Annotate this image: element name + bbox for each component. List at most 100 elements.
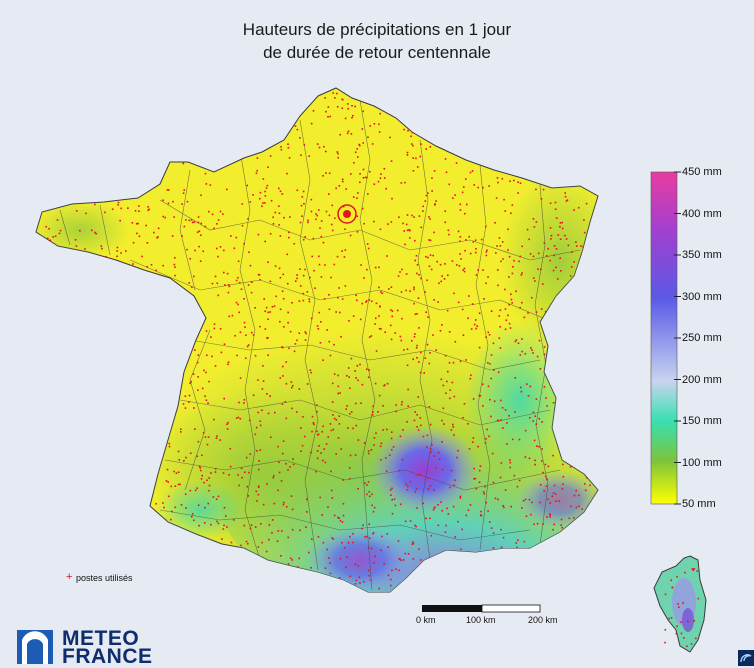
station-marker <box>331 204 334 207</box>
station-marker <box>261 388 264 390</box>
station-marker <box>416 413 418 416</box>
station-marker <box>317 433 320 435</box>
station-marker <box>559 225 561 228</box>
station-marker <box>437 451 440 454</box>
station-marker <box>438 458 441 460</box>
station-marker <box>378 131 381 133</box>
station-marker <box>197 354 200 356</box>
station-marker <box>300 204 303 207</box>
station-marker <box>542 523 544 525</box>
station-marker <box>170 485 173 488</box>
station-marker <box>183 460 185 462</box>
station-marker <box>380 442 383 445</box>
station-marker <box>447 370 449 373</box>
station-marker <box>532 277 535 279</box>
station-marker <box>305 511 308 513</box>
station-marker <box>404 243 406 246</box>
station-marker <box>256 157 259 159</box>
station-marker <box>228 285 231 288</box>
station-marker <box>426 343 429 346</box>
station-marker <box>127 207 129 209</box>
station-marker <box>54 235 57 238</box>
station-marker <box>180 428 182 430</box>
station-marker <box>162 215 165 218</box>
station-marker <box>367 450 370 452</box>
station-marker <box>446 507 448 510</box>
station-marker <box>339 557 342 560</box>
station-marker <box>267 311 270 314</box>
station-marker <box>429 484 432 487</box>
station-marker <box>146 266 148 268</box>
station-marker <box>351 116 353 119</box>
station-marker <box>256 450 258 452</box>
station-marker <box>555 266 557 269</box>
station-marker <box>226 423 228 426</box>
station-marker <box>682 602 684 604</box>
station-marker <box>535 221 538 223</box>
station-marker <box>521 272 523 274</box>
station-marker <box>184 407 187 409</box>
station-marker <box>499 309 502 312</box>
station-marker <box>425 255 427 258</box>
station-marker <box>486 428 489 431</box>
station-marker <box>521 245 524 248</box>
station-marker <box>312 421 315 424</box>
station-marker <box>494 497 497 500</box>
station-marker <box>462 269 464 271</box>
station-marker <box>398 569 400 572</box>
station-marker <box>477 445 479 448</box>
station-marker <box>287 536 290 539</box>
station-marker <box>317 209 320 211</box>
station-marker <box>489 398 491 401</box>
station-marker <box>552 269 555 272</box>
station-marker <box>216 435 218 437</box>
station-marker <box>290 386 293 389</box>
station-marker <box>190 380 192 383</box>
station-marker <box>328 172 331 175</box>
station-marker <box>509 459 511 461</box>
station-marker <box>276 540 279 543</box>
station-marker <box>543 242 546 244</box>
station-marker <box>138 210 140 213</box>
station-marker <box>94 231 96 234</box>
station-marker <box>247 218 249 220</box>
station-marker <box>433 231 435 234</box>
station-marker <box>248 471 250 474</box>
station-marker <box>403 349 405 351</box>
station-marker <box>575 241 577 243</box>
station-marker <box>583 231 586 234</box>
station-marker <box>277 445 279 448</box>
station-marker <box>361 207 364 210</box>
station-marker <box>492 547 495 549</box>
station-marker <box>402 559 405 561</box>
station-marker <box>431 190 433 192</box>
station-marker <box>310 538 313 540</box>
station-marker <box>74 238 77 241</box>
station-marker <box>677 606 680 609</box>
station-marker <box>474 239 477 242</box>
station-marker <box>429 254 432 256</box>
station-marker <box>398 469 401 472</box>
station-marker <box>513 259 515 262</box>
station-marker <box>299 268 301 270</box>
station-marker <box>354 151 357 154</box>
station-marker <box>362 176 365 179</box>
station-marker <box>166 189 169 191</box>
station-marker <box>453 292 455 295</box>
station-marker <box>429 517 431 520</box>
station-marker <box>461 528 463 531</box>
station-marker <box>544 475 547 478</box>
station-marker <box>367 376 370 379</box>
station-marker <box>362 524 364 527</box>
station-marker <box>277 489 279 492</box>
station-marker <box>441 509 443 512</box>
station-marker <box>316 457 319 460</box>
station-marker <box>322 174 324 177</box>
station-marker <box>507 228 509 231</box>
station-marker <box>287 231 290 234</box>
station-marker <box>178 459 181 461</box>
station-marker <box>502 536 505 539</box>
station-marker <box>435 466 438 469</box>
station-marker <box>319 496 321 499</box>
station-marker <box>459 253 461 255</box>
